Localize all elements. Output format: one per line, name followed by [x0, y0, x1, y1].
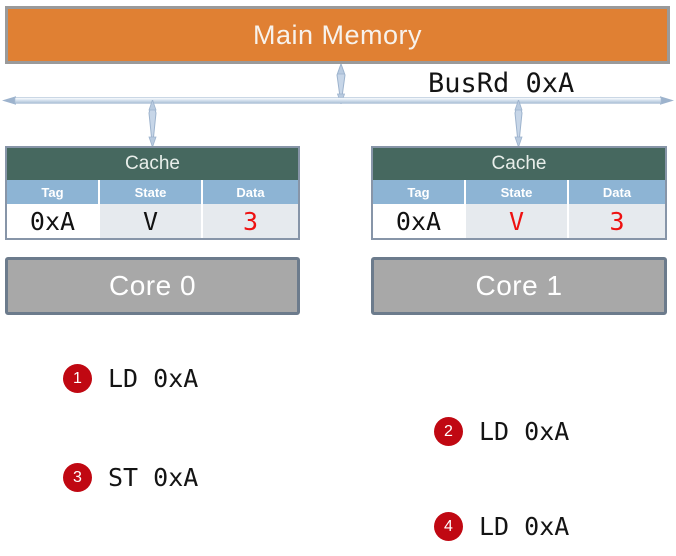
bus-transaction-label: BusRd 0xA — [428, 68, 575, 99]
step-item-4: 4 LD 0xA — [434, 512, 569, 541]
step-text-1: LD 0xA — [108, 364, 199, 393]
cache-header-tag-1: Tag — [373, 180, 466, 204]
bus-arrow-icon — [2, 96, 674, 105]
main-memory-block: Main Memory — [5, 6, 670, 64]
cache-header-tag-0: Tag — [7, 180, 100, 204]
core-block-1: Core 1 — [371, 257, 667, 315]
cache-header-state-0: State — [100, 180, 203, 204]
cache-tag-value-1: 0xA — [373, 204, 466, 238]
cache-data-row-1: 0xA V 3 — [373, 204, 665, 238]
step-text-4: LD 0xA — [479, 512, 570, 541]
cache-title-0: Cache — [7, 148, 298, 180]
step-badge-2: 2 — [434, 417, 463, 446]
step-text-3: ST 0xA — [108, 463, 199, 492]
cache-header-row-1: Tag State Data — [373, 180, 665, 204]
cache-data-value-0: 3 — [242, 206, 259, 236]
cache-state-value-0: V — [100, 204, 203, 238]
cache-header-data-1: Data — [602, 184, 632, 200]
step-item-1: 1 LD 0xA — [63, 364, 198, 393]
step-text-2: LD 0xA — [479, 417, 570, 446]
step-badge-1: 1 — [63, 364, 92, 393]
cache-block-1: Cache Tag State Data 0xA V 3 — [371, 146, 667, 240]
step-badge-3: 3 — [63, 463, 92, 492]
cache-header-data-0: Data — [236, 184, 265, 200]
step-item-3: 3 ST 0xA — [63, 463, 198, 492]
cache-data-row-0: 0xA V 3 — [7, 204, 298, 238]
cache-block-0: Cache Tag State Data 0xA V 3 — [5, 146, 300, 240]
cache-title-1: Cache — [373, 148, 665, 180]
cache-state-value-1: V — [466, 204, 569, 238]
cache-header-row-0: Tag State Data — [7, 180, 298, 204]
cache0-bus-connector-icon — [148, 100, 157, 147]
cache-header-state-1: State — [466, 180, 569, 204]
core-label-0: Core 0 — [108, 270, 197, 301]
cache-data-value-1: 3 — [609, 206, 625, 236]
cache1-bus-connector-icon — [514, 100, 523, 147]
cache-tag-value-0: 0xA — [7, 204, 100, 238]
main-memory-label: Main Memory — [252, 19, 423, 50]
step-item-2: 2 LD 0xA — [434, 417, 569, 446]
core-label-1: Core 1 — [475, 270, 563, 301]
core-block-0: Core 0 — [5, 257, 300, 315]
step-badge-4: 4 — [434, 512, 463, 541]
